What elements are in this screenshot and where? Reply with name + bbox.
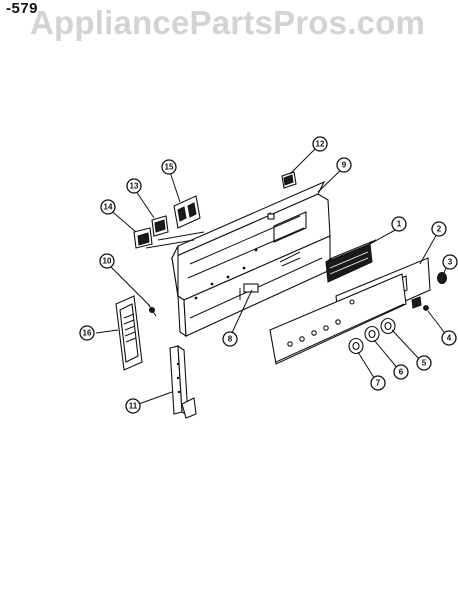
svg-text:2: 2	[437, 225, 442, 234]
end-cap-16	[115, 295, 143, 371]
indicator-light-12	[281, 171, 297, 189]
mounting-bracket	[169, 344, 197, 419]
svg-text:12: 12	[316, 140, 325, 149]
switch-block-15	[173, 195, 201, 229]
svg-text:7: 7	[376, 379, 381, 388]
callout-1: 1	[391, 216, 407, 232]
svg-text:1: 1	[397, 220, 402, 229]
svg-text:8: 8	[228, 335, 233, 344]
callout-14: 14	[100, 199, 116, 215]
callout-4: 4	[441, 330, 457, 346]
callout-2: 2	[431, 221, 447, 237]
svg-text:4: 4	[447, 334, 452, 343]
control-panel-housing	[170, 180, 331, 338]
watermark-logo: AppliancePartsPros.com	[30, 4, 426, 41]
callout-10: 10	[99, 253, 115, 269]
svg-text:9: 9	[342, 161, 347, 170]
svg-text:16: 16	[83, 329, 92, 338]
callout-9: 9	[336, 157, 352, 173]
svg-text:3: 3	[448, 258, 453, 267]
callout-6: 6	[393, 364, 409, 380]
svg-text:13: 13	[130, 182, 139, 191]
control-knobs	[348, 317, 396, 355]
clock-timer-module	[325, 239, 377, 283]
diagram-part-number: -579	[6, 0, 39, 17]
callout-7: 7	[370, 375, 386, 391]
callout-5: 5	[416, 355, 432, 371]
svg-text:11: 11	[129, 402, 138, 411]
rocker-switch-14	[133, 227, 153, 249]
svg-text:6: 6	[399, 368, 404, 377]
callout-11: 11	[125, 398, 141, 414]
callout-16: 16	[79, 325, 95, 341]
svg-text:15: 15	[165, 163, 174, 172]
end-cap-and-screw	[423, 272, 447, 311]
callout-3: 3	[442, 254, 458, 270]
callout-13: 13	[126, 178, 142, 194]
lower-fascia-panel	[269, 273, 407, 365]
rocker-switch-13	[151, 215, 169, 237]
screw-10	[147, 303, 157, 317]
callout-8: 8	[222, 331, 238, 347]
svg-text:10: 10	[103, 257, 112, 266]
svg-text:5: 5	[422, 359, 427, 368]
callout-15: 15	[161, 159, 177, 175]
svg-text:14: 14	[104, 203, 113, 212]
callout-12: 12	[312, 136, 328, 152]
